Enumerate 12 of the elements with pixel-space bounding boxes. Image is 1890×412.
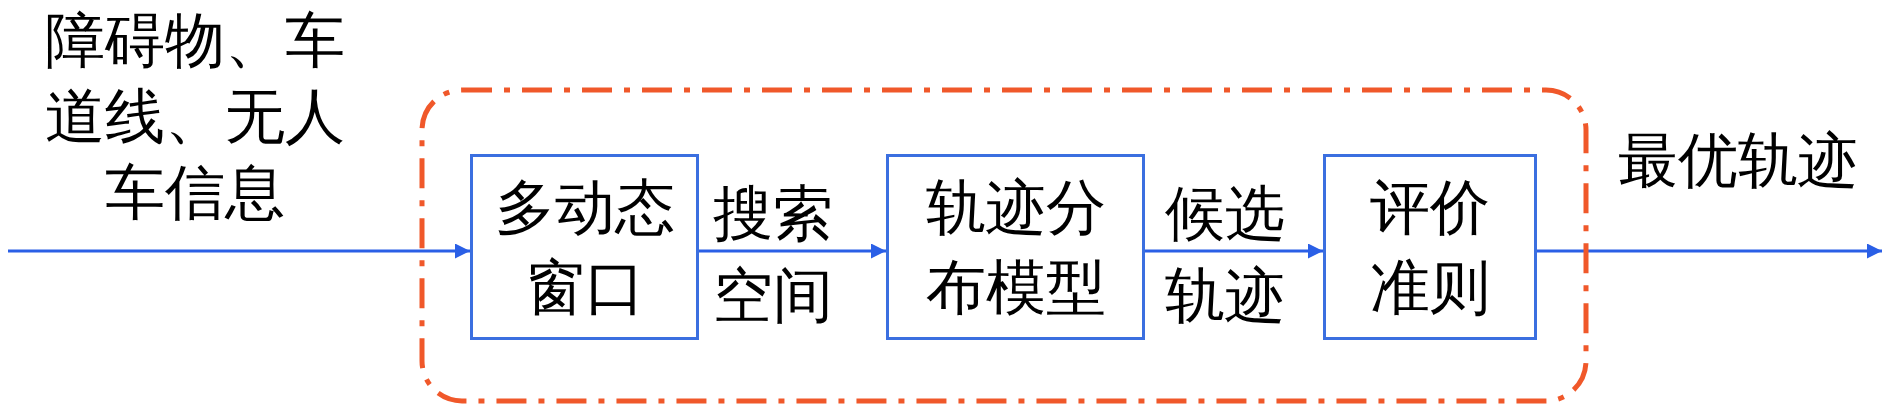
edge-label: 搜索空间 [712, 177, 834, 332]
process-box: 多动态窗口 [470, 154, 699, 340]
arrow [699, 243, 886, 259]
edge-label: 障碍物、车道线、无人车信息 [44, 4, 346, 229]
arrow [1145, 243, 1323, 259]
dashed-frame [419, 87, 1589, 404]
process-box: 评价准则 [1323, 154, 1537, 340]
arrow [8, 243, 470, 259]
edge-label: 最优轨迹 [1617, 124, 1859, 197]
edge-label: 候选轨迹 [1164, 177, 1286, 332]
process-box: 轨迹分布模型 [886, 154, 1145, 340]
arrow [1537, 243, 1882, 259]
